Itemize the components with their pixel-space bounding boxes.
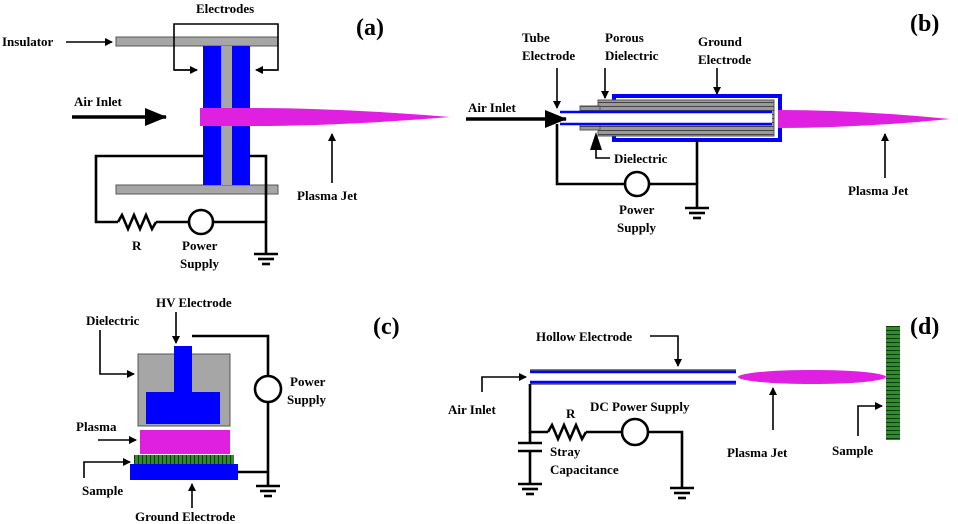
plasma-c bbox=[140, 430, 230, 454]
panel-tag-d: (d) bbox=[910, 314, 939, 340]
dielectric-arrow-c bbox=[99, 330, 135, 378]
label-hv-electrode: HV Electrode bbox=[156, 295, 232, 310]
stray-capacitor bbox=[518, 441, 542, 453]
sample-c bbox=[134, 455, 234, 464]
label-resistor-d: R bbox=[566, 406, 576, 421]
label-plasma-jet-a: Plasma Jet bbox=[297, 188, 358, 203]
label-ground-electrode-c: Ground Electrode bbox=[135, 509, 236, 524]
label-tube-2: Electrode bbox=[522, 48, 575, 63]
ground-symbol-a bbox=[254, 252, 278, 266]
label-dc-power: DC Power Supply bbox=[590, 399, 690, 414]
label-tube-1: Tube bbox=[522, 30, 550, 45]
label-sample-d: Sample bbox=[832, 443, 873, 458]
label-insulator: Insulator bbox=[2, 34, 54, 49]
label-air-inlet-a: Air Inlet bbox=[74, 94, 122, 109]
sample-d bbox=[886, 326, 900, 440]
power-supply-b bbox=[623, 170, 651, 198]
ground-symbol-d-left bbox=[518, 482, 542, 496]
label-power-b-2: Supply bbox=[617, 220, 657, 235]
circuit-wire-b bbox=[555, 124, 624, 186]
label-plasma-jet-d: Plasma Jet bbox=[727, 445, 788, 460]
label-air-inlet-b: Air Inlet bbox=[468, 100, 516, 115]
wire-source-to-ground-a bbox=[213, 220, 268, 254]
panel-a: Electrodes Insulator Air Inlet Plasma Je… bbox=[2, 1, 450, 271]
panel-tag-a: (a) bbox=[356, 15, 384, 41]
resistor-a bbox=[116, 211, 158, 233]
circuit-wire-a bbox=[94, 154, 203, 224]
panel-tag-b: (b) bbox=[910, 11, 939, 37]
label-power-b-1: Power bbox=[619, 202, 655, 217]
inner-channel-b bbox=[560, 113, 772, 123]
label-plasma-c: Plasma bbox=[76, 419, 117, 434]
label-electrodes: Electrodes bbox=[196, 1, 254, 16]
label-power-c-1: Power bbox=[290, 374, 326, 389]
label-dielectric-b: Dielectric bbox=[614, 151, 668, 166]
insulator-plate-bottom bbox=[115, 184, 279, 195]
hollow-electrode-arrow bbox=[650, 335, 682, 367]
plasma-jet-b bbox=[778, 110, 950, 128]
label-power-a-2: Supply bbox=[180, 256, 220, 271]
wire-electrode-to-ground-a bbox=[250, 154, 268, 222]
plasma-jet-d bbox=[738, 370, 886, 384]
power-supply-a bbox=[187, 208, 215, 236]
sample-arrow-d bbox=[857, 402, 883, 436]
label-air-inlet-d: Air Inlet bbox=[448, 402, 496, 417]
sample-arrow-c bbox=[83, 458, 131, 478]
dc-power-supply-d bbox=[620, 417, 650, 447]
label-stray-2: Capacitance bbox=[550, 462, 619, 477]
circuit-wire-d bbox=[528, 384, 548, 434]
panel-d: Hollow Electrode Air Inlet R DC Power Su… bbox=[448, 314, 939, 500]
label-ground-2: Electrode bbox=[698, 52, 751, 67]
label-plasma-jet-b: Plasma Jet bbox=[848, 183, 909, 198]
label-dielectric-c: Dielectric bbox=[86, 313, 140, 328]
panel-tag-c: (c) bbox=[373, 314, 400, 340]
label-power-c-2: Supply bbox=[287, 392, 327, 407]
hv-electrode-base bbox=[146, 392, 220, 424]
label-porous-2: Dielectric bbox=[605, 48, 659, 63]
label-stray-1: Stray bbox=[550, 444, 581, 459]
ground-symbol-b bbox=[685, 206, 709, 220]
label-porous-1: Porous bbox=[605, 30, 644, 45]
ground-symbol-d-right bbox=[670, 486, 694, 500]
panel-b: Tube Electrode Porous Dielectric Ground … bbox=[466, 11, 950, 235]
label-hollow-electrode: Hollow Electrode bbox=[536, 329, 632, 344]
label-resistor-a: R bbox=[132, 238, 142, 253]
power-supply-c bbox=[253, 374, 283, 404]
dielectric-arrowhead-b bbox=[590, 132, 602, 150]
circuit-wire-c bbox=[192, 334, 270, 376]
plasma-jet-a bbox=[200, 108, 450, 126]
panel-c: HV Electrode Dielectric Power Supply Pla… bbox=[76, 295, 400, 524]
ground-electrode-c bbox=[130, 464, 238, 480]
insulator-plate-top bbox=[115, 36, 279, 47]
resistor-d bbox=[546, 421, 588, 443]
wire-source-to-ground-d bbox=[648, 430, 684, 488]
label-power-a-1: Power bbox=[182, 238, 218, 253]
air-inlet-arrow-d bbox=[481, 373, 527, 392]
label-ground-1: Ground bbox=[698, 34, 743, 49]
hv-electrode-stem bbox=[174, 346, 192, 394]
label-sample-c: Sample bbox=[82, 483, 123, 498]
ground-symbol-c bbox=[256, 484, 280, 498]
wire-source-to-ground-b bbox=[649, 182, 699, 208]
